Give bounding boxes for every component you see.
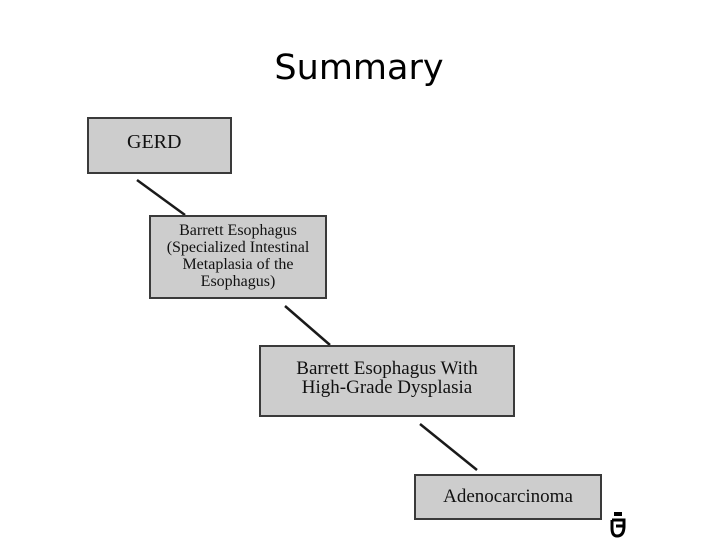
connector-barrett-to-dysplasia	[284, 305, 331, 346]
box-barrett-esophagus-label: Barrett Esophagus (Specialized Intestina…	[166, 222, 310, 290]
e-logo-icon	[609, 510, 627, 540]
slide-title: Summary	[274, 48, 444, 88]
box-high-grade-dysplasia: Barrett Esophagus With High-Grade Dyspla…	[259, 345, 515, 417]
box-adenocarcinoma: Adenocarcinoma	[414, 474, 602, 520]
connector-gerd-to-barrett	[136, 178, 186, 217]
box-gerd: GERD	[87, 117, 232, 174]
box-high-grade-dysplasia-label: Barrett Esophagus With High-Grade Dyspla…	[296, 358, 478, 398]
box-adenocarcinoma-label: Adenocarcinoma	[443, 486, 573, 507]
connector-dysplasia-to-adenocarcinoma	[419, 423, 478, 471]
box-gerd-label: GERD	[127, 131, 182, 153]
box-barrett-esophagus: Barrett Esophagus (Specialized Intestina…	[149, 215, 327, 299]
